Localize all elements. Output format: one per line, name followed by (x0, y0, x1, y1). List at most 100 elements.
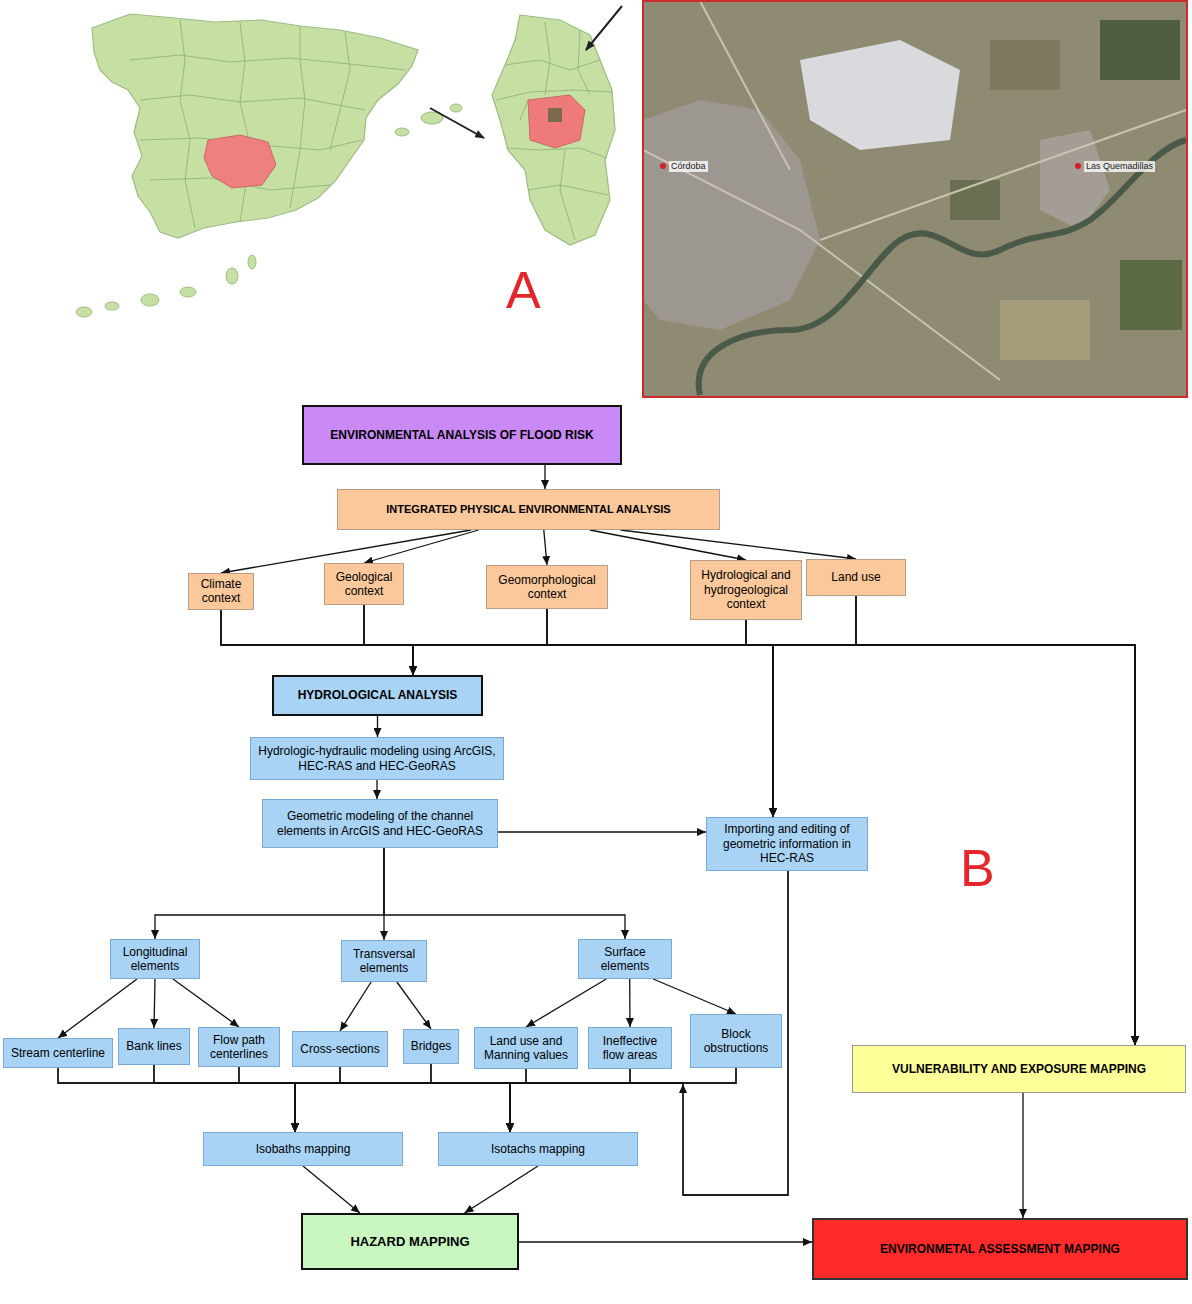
process-box: Flow path centerlines (198, 1027, 280, 1067)
process-box: Stream centerline (3, 1038, 113, 1068)
connector (295, 1067, 340, 1132)
process-box: Isobaths mapping (203, 1132, 403, 1166)
box-text: Hydrological and hydrogeological context (696, 568, 796, 611)
context-box: Geomorphological context (486, 565, 608, 609)
connector (510, 1069, 526, 1132)
connector (465, 1166, 539, 1213)
box-text: Longitudinal elements (116, 945, 194, 974)
connector (773, 596, 856, 817)
box-text: Flow path centerlines (204, 1033, 274, 1062)
connector (498, 831, 706, 832)
box-text: Geomorphological context (492, 573, 602, 602)
connector (413, 609, 547, 675)
satellite-image (643, 1, 1187, 397)
process-box: Surface elements (578, 939, 672, 979)
connector (547, 609, 773, 817)
box-text: Cross-sections (300, 1042, 379, 1056)
connector (653, 979, 736, 1014)
box-text: Transversal elements (347, 947, 421, 976)
connector (547, 609, 1135, 1045)
connector (364, 605, 413, 675)
box-text: Hydrologic-hydraulic modeling using ArcG… (256, 744, 498, 773)
box-text: HAZARD MAPPING (350, 1234, 469, 1250)
context-box: Hydrological and hydrogeological context (690, 560, 802, 620)
box-text: Climate context (194, 577, 248, 606)
study-area-box (548, 108, 562, 122)
connector (295, 1068, 736, 1132)
connector (221, 610, 773, 817)
connector (154, 979, 155, 1028)
section-box: HYDROLOGICAL ANALYSIS (272, 675, 483, 716)
connector (519, 1241, 812, 1242)
box-text: Bank lines (126, 1039, 181, 1053)
box-text: Isotachs mapping (491, 1142, 585, 1156)
connector (364, 530, 479, 563)
connector (510, 1069, 630, 1132)
connector (510, 1068, 736, 1132)
panel-letter: A (506, 264, 541, 316)
box-text: ENVIRONMETAL ASSESSMENT MAPPING (880, 1242, 1120, 1256)
connector (1022, 1093, 1023, 1218)
connector (154, 1065, 295, 1132)
connector (295, 1069, 630, 1132)
connector (340, 982, 371, 1031)
box-text: Land use (831, 570, 880, 584)
connector (526, 979, 606, 1027)
section-box: INTEGRATED PHYSICAL ENVIRONMENTAL ANALYS… (337, 489, 720, 530)
connector (221, 610, 413, 675)
study-area (528, 95, 585, 148)
process-box: Bank lines (118, 1028, 189, 1065)
box-text: Land use and Manning values (480, 1034, 572, 1063)
process-box: Importing and editing of geometric infor… (706, 817, 868, 871)
spain-outline (92, 14, 418, 238)
process-box: Isotachs mapping (438, 1132, 638, 1166)
place-label: Córdoba (669, 161, 708, 172)
connector (173, 979, 239, 1027)
box-text: Importing and editing of geometric infor… (712, 822, 862, 865)
box-text: HYDROLOGICAL ANALYSIS (298, 688, 458, 702)
context-box: Climate context (188, 573, 254, 610)
process-box: Block obstructions (690, 1014, 782, 1068)
connector (377, 716, 378, 737)
connector (629, 979, 631, 1027)
process-box: Land use and Manning values (474, 1027, 578, 1069)
pointer-arrow (586, 6, 622, 50)
connector (295, 1069, 526, 1132)
province-highlight (204, 135, 276, 188)
box-text: Surface elements (584, 945, 666, 974)
connector (154, 1065, 510, 1132)
box-text: Block obstructions (696, 1027, 776, 1056)
title-box: ENVIRONMENTAL ANALYSIS OF FLOOD RISK (302, 405, 622, 465)
box-text: Bridges (411, 1039, 452, 1053)
province-outline (492, 15, 615, 245)
box-text: Isobaths mapping (256, 1142, 351, 1156)
connector (340, 1067, 510, 1132)
connector (544, 530, 547, 565)
pointer-arrow (430, 108, 484, 138)
connector (384, 848, 625, 939)
context-box: Geological context (324, 563, 404, 605)
islands (76, 104, 462, 317)
process-box: Transversal elements (341, 940, 427, 982)
municipal-borders (496, 22, 612, 240)
box-text: Stream centerline (11, 1046, 105, 1060)
connector (413, 620, 746, 675)
mapping-box: ENVIRONMETAL ASSESSMENT MAPPING (812, 1218, 1188, 1280)
mapping-box: HAZARD MAPPING (301, 1213, 519, 1270)
connector (239, 1067, 295, 1132)
box-text: Ineffective flow areas (594, 1034, 666, 1063)
spain-map (76, 14, 462, 317)
place-label: Las Quemadillas (1084, 161, 1155, 172)
connector (590, 530, 746, 560)
connector (397, 982, 431, 1029)
connector (155, 848, 384, 939)
connector (376, 780, 377, 799)
context-box: Land use (806, 559, 906, 596)
box-text: INTEGRATED PHYSICAL ENVIRONMENTAL ANALYS… (386, 503, 670, 516)
connector (746, 620, 773, 817)
box-text: Geological context (330, 570, 398, 599)
connector (303, 1166, 360, 1213)
connector (620, 530, 856, 559)
process-box: Geometric modeling of the channel elemen… (262, 799, 498, 848)
